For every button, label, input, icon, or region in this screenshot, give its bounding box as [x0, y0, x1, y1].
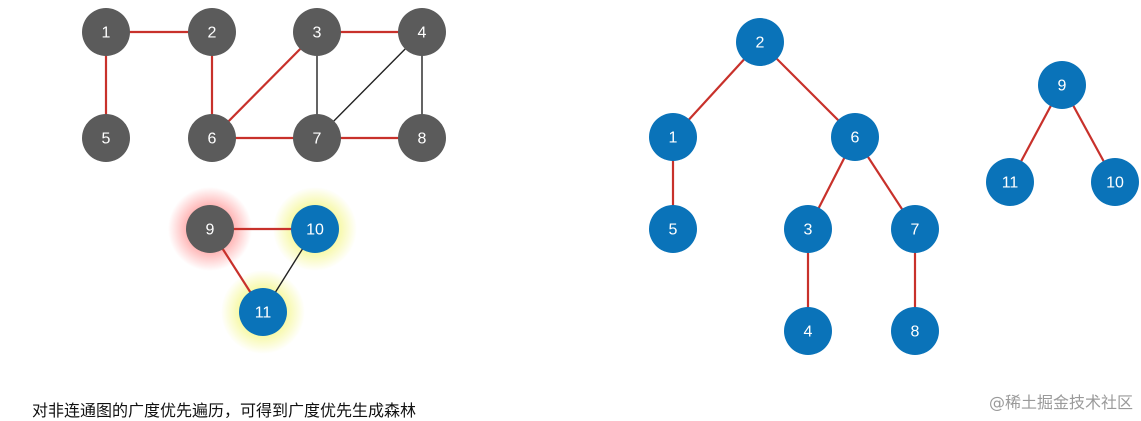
- caption-text: 对非连通图的广度优先遍历，可得到广度优先生成森林: [32, 401, 417, 420]
- graph-node-6: 6: [188, 114, 236, 162]
- forest-node-8: 8: [891, 307, 939, 355]
- graph-node-circle: [239, 288, 287, 336]
- graph-edge-4-7: [316, 31, 423, 139]
- graph-node-circle: [82, 114, 130, 162]
- forest-node-label: 1: [669, 130, 678, 147]
- graph-node-7: 7: [293, 114, 341, 162]
- forest-node-circle: [649, 113, 697, 161]
- forest-node-9: 9: [1038, 61, 1086, 109]
- forest-node-circle: [1038, 61, 1086, 109]
- forest-node-label: 6: [851, 130, 860, 147]
- forest-node-label: 10: [1106, 175, 1124, 192]
- forest-node-3: 3: [784, 205, 832, 253]
- forest-node-label: 9: [1058, 78, 1067, 95]
- original-graph: 1 2 3 4 5 6 7 8 9 10 11: [82, 8, 446, 354]
- bfs-spanning-forest: 2 1 6 5 3 7 4 8 9 11 10: [649, 18, 1139, 355]
- graph-node-label: 10: [306, 222, 324, 239]
- graph-node-label: 3: [313, 25, 322, 42]
- graph-node-label: 1: [102, 25, 111, 42]
- forest-node-circle: [891, 307, 939, 355]
- graph-node-label: 8: [418, 131, 427, 148]
- graph-node-circle: [293, 114, 341, 162]
- graph-node-circle: [398, 114, 446, 162]
- forest-node-circle: [986, 158, 1034, 206]
- graph-node-11: 11: [239, 288, 287, 336]
- graph-node-9: 9: [186, 205, 234, 253]
- forest-node-label: 2: [756, 35, 765, 52]
- forest-node-label: 3: [804, 222, 813, 239]
- graph-node-label: 9: [206, 222, 215, 239]
- graph-node-label: 2: [208, 25, 217, 42]
- graph-node-label: 4: [418, 25, 427, 42]
- graph-node-5: 5: [82, 114, 130, 162]
- forest-node-circle: [891, 205, 939, 253]
- graph-node-4: 4: [398, 8, 446, 56]
- forest-node-circle: [784, 307, 832, 355]
- graph-node-1: 1: [82, 8, 130, 56]
- forest-node-circle: [784, 205, 832, 253]
- graph-node-circle: [186, 205, 234, 253]
- graph-node-circle: [82, 8, 130, 56]
- graph-node-label: 11: [255, 305, 272, 322]
- graph-node-circle: [398, 8, 446, 56]
- graph-node-10: 10: [291, 205, 339, 253]
- graph-edge-3-6: [211, 31, 318, 139]
- forest-node-circle: [1091, 158, 1139, 206]
- forest-node-circle: [649, 205, 697, 253]
- forest-node-label: 4: [804, 324, 813, 341]
- forest-node-circle: [831, 113, 879, 161]
- forest-node-7: 7: [891, 205, 939, 253]
- graph-node-8: 8: [398, 114, 446, 162]
- graph-node-circle: [188, 8, 236, 56]
- graph-node-label: 7: [313, 131, 322, 148]
- graph-node-circle: [293, 8, 341, 56]
- forest-node-2: 2: [736, 18, 784, 66]
- graph-node-circle: [291, 205, 339, 253]
- graph-node-label: 5: [102, 131, 111, 148]
- forest-node-4: 4: [784, 307, 832, 355]
- watermark-text: @稀土掘金技术社区: [988, 393, 1133, 412]
- forest-node-1: 1: [649, 113, 697, 161]
- forest-node-label: 11: [1002, 175, 1019, 192]
- forest-node-label: 7: [911, 222, 920, 239]
- forest-node-5: 5: [649, 205, 697, 253]
- graph-node-3: 3: [293, 8, 341, 56]
- graph-node-circle: [188, 114, 236, 162]
- forest-node-6: 6: [831, 113, 879, 161]
- forest-node-label: 8: [911, 324, 920, 341]
- graph-node-label: 6: [208, 131, 217, 148]
- forest-node-circle: [736, 18, 784, 66]
- forest-node-10: 10: [1091, 158, 1139, 206]
- graph-node-2: 2: [188, 8, 236, 56]
- forest-node-11: 11: [986, 158, 1034, 206]
- forest-node-label: 5: [669, 222, 678, 239]
